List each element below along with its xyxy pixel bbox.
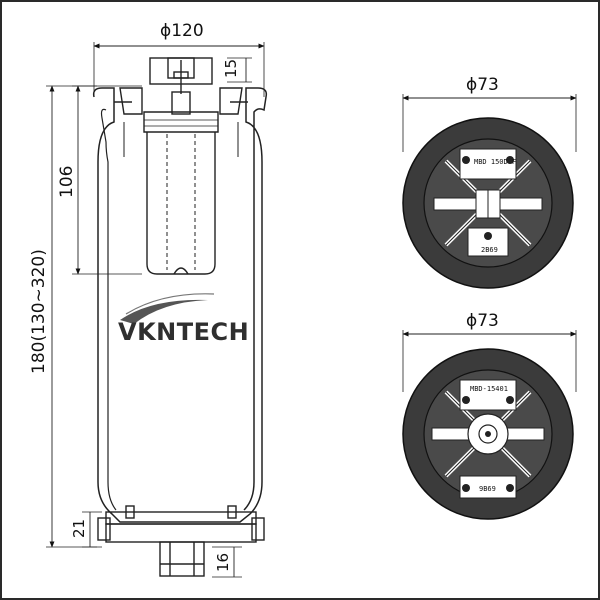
view1-diameter-label: ϕ73 [466, 75, 499, 95]
bottom-stem [159, 541, 205, 577]
side-view [46, 42, 268, 578]
top-view-2 [402, 330, 577, 520]
inner-bumper [143, 111, 219, 133]
dim-top-cap [227, 57, 252, 83]
dim-top-width [93, 42, 265, 97]
dim-top-width-label: ϕ120 [160, 21, 204, 41]
dim-bottom-stem [212, 546, 242, 578]
dim-total-height-label: 180(130~320) [29, 249, 49, 374]
bellows-body [92, 87, 268, 523]
brand-logo: VKNTECH [118, 293, 249, 346]
dim-bottom-plate-label: 21 [70, 519, 88, 538]
dim-top-cap-label: 15 [222, 59, 240, 78]
dim-inner-height-label: 106 [57, 166, 77, 198]
view1-bottom-code: 2B69 [481, 246, 498, 254]
dim-bottom-plate [82, 511, 102, 548]
logo-swoosh [120, 299, 208, 324]
view2-top-code: MBD-15401 [470, 385, 508, 393]
logo-text: VKNTECH [118, 318, 249, 346]
view2-diameter-label: ϕ73 [466, 311, 499, 331]
top-view-1 [402, 94, 577, 289]
view2-bottom-code: 9B69 [479, 485, 496, 493]
dim-bottom-stem-label: 16 [214, 553, 232, 572]
dim-total-height [46, 85, 97, 548]
view1-top-code: MBD 150D F [474, 158, 516, 166]
